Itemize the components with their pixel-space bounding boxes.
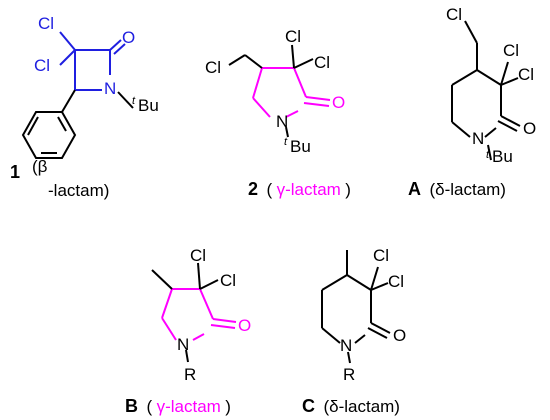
nitrogen-atom: N	[472, 129, 484, 148]
chlorine-atom: Cl	[446, 5, 462, 24]
structure-1: Cl Cl O N t Bu 1 (β -lactam)	[10, 14, 159, 200]
chlorine-atom: Cl	[373, 246, 389, 265]
nitrogen-atom: N	[340, 336, 352, 355]
substituent-bonds	[228, 44, 314, 138]
tert-butyl-label: Bu	[492, 147, 513, 166]
oxygen-atom: O	[238, 316, 251, 335]
caption-close: )	[345, 180, 351, 199]
tert-butyl-label: Bu	[290, 137, 311, 156]
nitrogen-atom: N	[276, 112, 288, 131]
structure-b: Cl Cl O N R B ( γ-lactam )	[125, 246, 251, 416]
delta-lactam-ring	[321, 250, 391, 364]
chlorine-atom: Cl	[314, 53, 330, 72]
chlorine-atom: Cl	[205, 58, 221, 77]
compound-number: A	[408, 179, 421, 199]
chlorine-atom: Cl	[503, 41, 519, 60]
substituent-bonds	[151, 262, 219, 363]
oxygen-atom: O	[122, 28, 135, 47]
tert-prefix: t	[284, 136, 288, 148]
oxygen-atom: O	[332, 93, 345, 112]
caption-text: (δ-lactam)	[323, 397, 400, 416]
compound-number: 2	[248, 179, 258, 199]
nitrogen-atom: N	[104, 79, 116, 98]
structure-2: Cl Cl Cl O N t Bu 2 ( γ-lactam )	[205, 27, 351, 199]
chlorine-atom: Cl	[285, 27, 301, 46]
r-group-label: R	[184, 365, 196, 384]
chlorine-atom: Cl	[34, 56, 50, 75]
structure-c: Cl Cl O N R C (δ-lactam)	[302, 246, 406, 416]
nitrogen-atom: N	[177, 335, 189, 354]
caption-open: (	[266, 180, 272, 199]
phenyl-ring	[21, 89, 77, 159]
chlorine-atom: Cl	[220, 271, 236, 290]
chlorine-atom: Cl	[518, 65, 534, 84]
compound-number: C	[302, 396, 315, 416]
r-group-label: R	[343, 365, 355, 384]
tert-prefix: t	[132, 95, 136, 107]
chlorine-atom: Cl	[38, 14, 54, 33]
compound-caption: A (δ-lactam)	[408, 179, 506, 199]
tert-prefix: t	[486, 149, 490, 161]
caption-open: (β	[32, 157, 48, 176]
compound-number: B	[125, 396, 138, 416]
chlorine-atom: Cl	[388, 272, 404, 291]
beta-lactam-ring	[59, 31, 126, 91]
caption-greek: γ-lactam	[277, 180, 341, 199]
gamma-lactam-ring	[252, 67, 331, 118]
chlorine-atom: Cl	[190, 246, 206, 265]
tert-butyl-label: Bu	[138, 96, 159, 115]
tbu-bond	[117, 91, 134, 109]
compound-caption: C (δ-lactam)	[302, 396, 400, 416]
compound-caption: 2 ( γ-lactam )	[248, 179, 351, 199]
caption-greek: γ-lactam	[157, 397, 221, 416]
structure-a: Cl Cl Cl O N t Bu A (δ-lactam)	[408, 5, 536, 199]
oxygen-atom: O	[523, 119, 536, 138]
compound-number: 1	[10, 162, 20, 182]
compound-caption: B ( γ-lactam )	[125, 396, 231, 416]
oxygen-atom: O	[393, 326, 406, 345]
gamma-lactam-ring	[161, 288, 237, 341]
caption-rest: -lactam)	[48, 181, 109, 200]
caption-open: (	[146, 397, 152, 416]
delta-lactam-ring	[451, 20, 521, 161]
caption-text: (δ-lactam)	[429, 180, 506, 199]
caption-close: )	[225, 397, 231, 416]
